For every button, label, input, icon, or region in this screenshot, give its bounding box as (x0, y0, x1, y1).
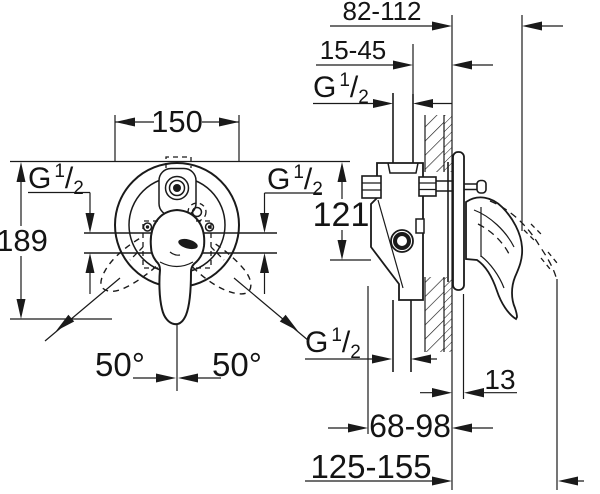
handle-logo-mark (178, 238, 198, 250)
cartridge-nut (418, 176, 437, 197)
lever-handle-side (465, 196, 524, 321)
trim-set (452, 151, 558, 321)
dim-finish-depth: 15-45 (316, 35, 493, 70)
shower-outlet-pipe (392, 93, 414, 163)
thread-sub: 2 (312, 179, 323, 200)
valve-body (361, 93, 453, 372)
reference-lines (330, 15, 558, 490)
thread-sup: 1 (54, 161, 65, 182)
dim-escutcheon-offset: 13 (420, 364, 517, 398)
dim-82-112-label: 82-112 (342, 0, 421, 26)
wall-hatch-lower (425, 277, 444, 352)
angle-left-label: 50° (95, 346, 145, 383)
retaining-clip (415, 218, 425, 234)
dim-overall-depth: 125-155 (305, 448, 584, 486)
thread-sup: 1 (339, 70, 350, 91)
dim-121-label: 121 (313, 196, 370, 234)
thread-slash: / (304, 163, 313, 196)
lever-handle-front (149, 208, 206, 326)
dim-68-98-label: 68-98 (369, 408, 451, 444)
bath-outlet-pipe (392, 300, 412, 372)
dim-depth-to-handle: 82-112 (330, 0, 563, 31)
pipe-collar (387, 162, 419, 174)
thread-sub: 2 (358, 87, 369, 108)
handle-spindle (464, 183, 477, 191)
swing-angle-dimension: 50° 50° (44, 277, 310, 391)
thread-sub: 2 (350, 342, 361, 363)
finish-layer-lower (444, 277, 452, 352)
dim-189-label: 189 (0, 223, 48, 258)
wall-section (424, 115, 452, 352)
dim-body-depth: 68-98 (328, 408, 493, 444)
spindle-cap (476, 179, 487, 194)
handle-swing-dashed (477, 200, 558, 278)
thread-sup: 1 (293, 162, 304, 183)
escutcheon-side (452, 151, 465, 291)
mounting-bracket-dashed (129, 220, 225, 269)
dim-13-label: 13 (484, 364, 515, 395)
dim-outlet-spacing: 121 (313, 162, 370, 260)
cartridge-stem (436, 180, 453, 192)
thread-prefix: G (267, 163, 290, 196)
wall-hatch-upper (425, 115, 444, 172)
thread-slash: / (350, 71, 359, 104)
thread-slash: / (65, 162, 74, 195)
inlet-boss (361, 175, 382, 199)
thread-sub: 2 (73, 178, 84, 199)
thread-prefix: G (305, 326, 328, 359)
thread-prefix: G (28, 162, 51, 195)
angle-right-label: 50° (212, 346, 262, 383)
handle-swing-positions (100, 238, 252, 295)
thread-slash: / (342, 326, 351, 359)
dim-150-label: 150 (151, 104, 203, 139)
dim-15-45-label: 15-45 (320, 35, 387, 65)
thread-prefix: G (313, 71, 336, 104)
dim-125-155-label: 125-155 (310, 448, 431, 485)
thread-sup: 1 (331, 325, 342, 346)
dim-overall-height: 189 (0, 162, 48, 319)
finish-layer-upper (444, 115, 452, 172)
fixing-screws (142, 222, 215, 232)
dim-escutcheon-width: 150 (114, 104, 240, 162)
